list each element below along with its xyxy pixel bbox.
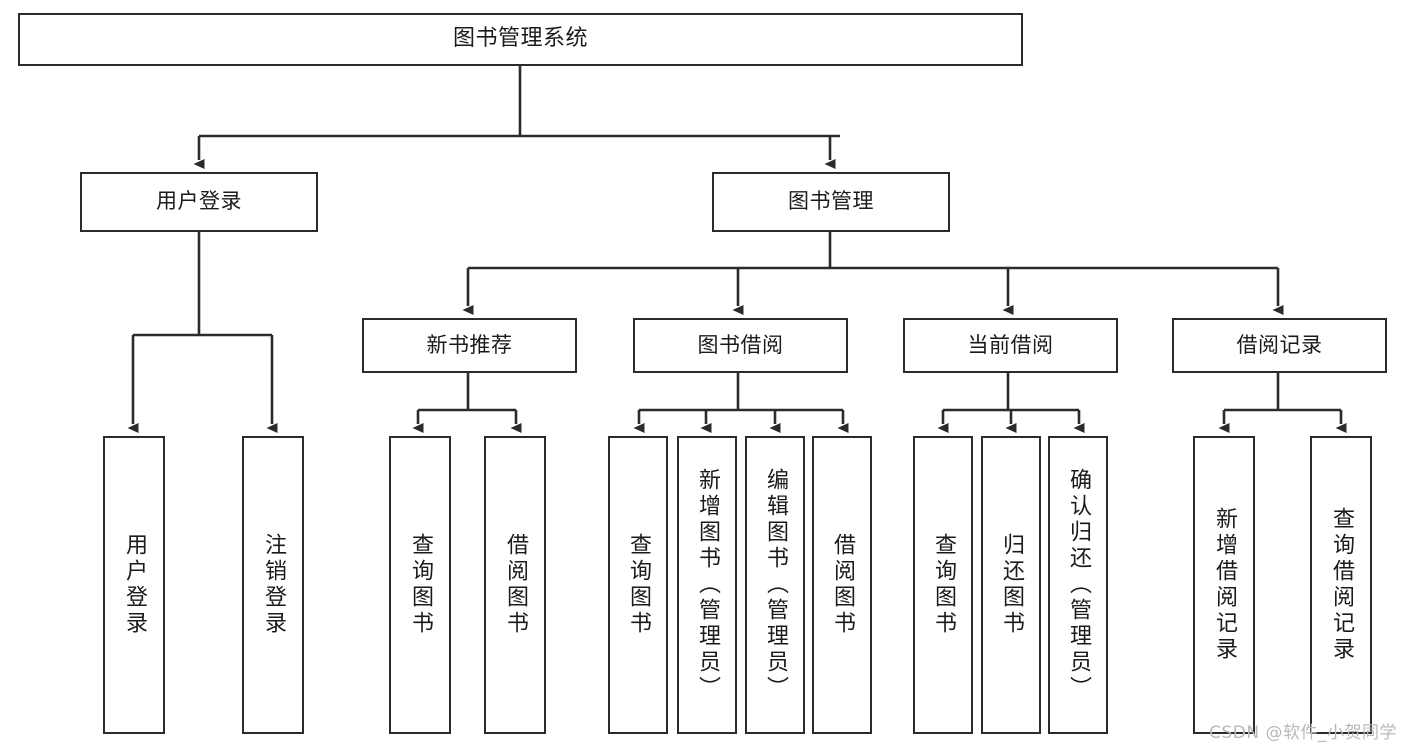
node-label: 借阅图书 <box>830 533 855 637</box>
node-current-borrow[interactable]: 当前借阅 <box>903 318 1118 373</box>
node-label: 当前借阅 <box>967 332 1054 357</box>
node-label: 确认归还（管理员） <box>1066 468 1091 702</box>
node-label: 新书推荐 <box>426 332 513 357</box>
node-new-book-recommend[interactable]: 新书推荐 <box>362 318 577 373</box>
node-label: 新增借阅记录 <box>1212 507 1237 663</box>
leaf-query-book-borrow[interactable]: 查询图书 <box>608 436 668 734</box>
node-label: 注销登录 <box>261 533 286 637</box>
csdn-watermark: CSDN @软件_小贺同学 <box>1209 723 1397 743</box>
leaf-query-book-newbook[interactable]: 查询图书 <box>389 436 451 734</box>
leaf-query-book-current[interactable]: 查询图书 <box>913 436 973 734</box>
node-label: 借阅图书 <box>503 533 528 637</box>
leaf-confirm-return-admin[interactable]: 确认归还（管理员） <box>1048 436 1108 734</box>
node-label: 图书管理系统 <box>452 26 588 52</box>
leaf-add-borrow-record[interactable]: 新增借阅记录 <box>1193 436 1255 734</box>
leaf-add-book-admin[interactable]: 新增图书（管理员） <box>677 436 737 734</box>
node-book-borrow[interactable]: 图书借阅 <box>633 318 848 373</box>
node-label: 用户登录 <box>156 189 242 214</box>
leaf-user-login[interactable]: 用户登录 <box>103 436 165 734</box>
leaf-query-borrow-record[interactable]: 查询借阅记录 <box>1310 436 1372 734</box>
node-label: 图书借阅 <box>697 332 784 357</box>
node-label: 归还图书 <box>999 533 1024 637</box>
node-label: 用户登录 <box>122 533 147 637</box>
node-label: 借阅记录 <box>1236 332 1323 357</box>
node-label: 新增图书（管理员） <box>695 468 720 702</box>
node-root-system[interactable]: 图书管理系统 <box>18 13 1023 66</box>
leaf-logout[interactable]: 注销登录 <box>242 436 304 734</box>
node-label: 查询图书 <box>626 533 651 637</box>
node-label: 查询借阅记录 <box>1329 507 1354 663</box>
leaf-borrow-book-newbook[interactable]: 借阅图书 <box>484 436 546 734</box>
node-label: 查询图书 <box>408 533 433 637</box>
node-label: 图书管理 <box>788 189 874 214</box>
node-user-login[interactable]: 用户登录 <box>80 172 318 232</box>
leaf-borrow-book-borrow[interactable]: 借阅图书 <box>812 436 872 734</box>
node-borrow-record[interactable]: 借阅记录 <box>1172 318 1387 373</box>
leaf-return-book[interactable]: 归还图书 <box>981 436 1041 734</box>
node-label: 查询图书 <box>931 533 956 637</box>
leaf-edit-book-admin[interactable]: 编辑图书（管理员） <box>745 436 805 734</box>
node-book-management[interactable]: 图书管理 <box>712 172 950 232</box>
node-label: 编辑图书（管理员） <box>763 468 788 702</box>
